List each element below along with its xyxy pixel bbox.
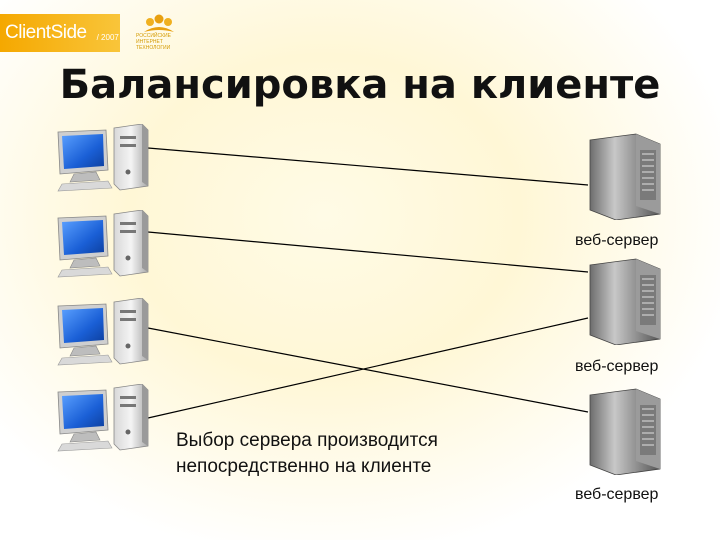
server-label-1: веб-сервер: [575, 232, 659, 249]
brand-year: / 2007: [96, 32, 119, 42]
rit-logo-icon: [144, 14, 174, 32]
web-server-3-icon: [586, 385, 664, 475]
link-client2-server2: [147, 231, 589, 273]
brand-name: ClientSide: [5, 22, 87, 43]
clientside-logo: ClientSide / 2007: [0, 14, 120, 52]
caption-note: Выбор сервера производится непосредствен…: [176, 428, 438, 480]
client-computer-2: [56, 210, 151, 280]
rit-line-1: РОССИЙСКИЕ: [136, 33, 171, 39]
note-line-2: непосредственно на клиенте: [176, 456, 432, 477]
link-client1-server1: [147, 147, 589, 186]
rit-line-3: ТЕХНОЛОГИИ: [136, 45, 171, 51]
link-client4-server2: [147, 317, 589, 419]
client-computer-4: [56, 384, 151, 454]
server-label-2: веб-сервер: [575, 358, 659, 375]
client-computer-3: [56, 298, 151, 368]
page-title: Балансировка на клиенте: [59, 62, 661, 108]
server-label-3: веб-сервер: [575, 486, 659, 503]
link-client3-server3: [147, 327, 589, 413]
web-server-2-icon: [586, 255, 664, 345]
rit-line-2: ИНТЕРНЕТ: [136, 39, 163, 45]
web-server-1-icon: [586, 130, 664, 220]
client-computer-1: [56, 124, 151, 194]
rit-logo-text: РОССИЙСКИЕ ИНТЕРНЕТ ТЕХНОЛОГИИ: [136, 33, 180, 51]
note-line-1: Выбор сервера производится: [176, 430, 438, 451]
